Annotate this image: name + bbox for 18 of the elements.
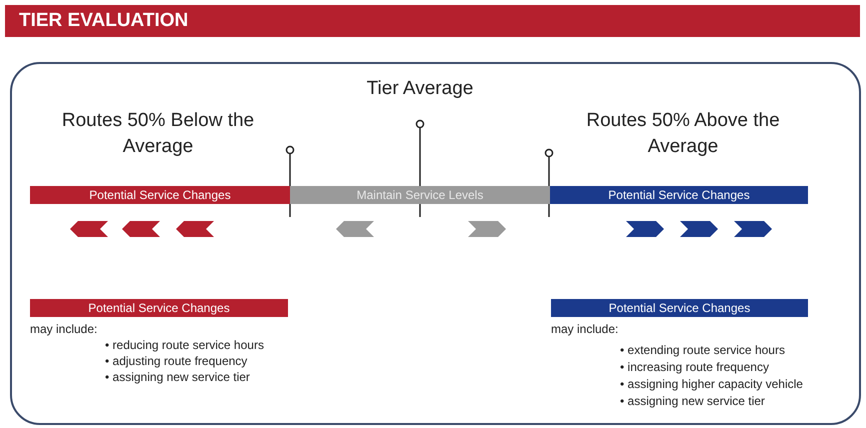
band-label: Potential Service Changes xyxy=(551,299,808,317)
heading: Tier Average xyxy=(366,77,474,101)
band-label: Maintain Service Levels xyxy=(290,186,550,204)
note-text: may include: xyxy=(551,322,620,337)
band-label: Potential Service Changes xyxy=(550,186,808,204)
title-banner: TIER EVALUATION xyxy=(5,5,860,37)
band-label: Potential Service Changes xyxy=(30,299,288,317)
heading: Routes 50% Above the Average xyxy=(585,109,781,159)
list-item: • reducing route service hours xyxy=(105,338,265,353)
note-text: may include: xyxy=(30,322,98,337)
list-item: • adjusting route frequency xyxy=(105,354,248,369)
list-item: • assigning higher capacity vehicle xyxy=(620,377,804,392)
list-item: • increasing route frequency xyxy=(620,360,770,375)
heading: Routes 50% Below the Average xyxy=(60,109,256,159)
band-label: Potential Service Changes xyxy=(30,186,290,204)
list-item: • assigning new service tier xyxy=(105,370,251,385)
list-item: • extending route service hours xyxy=(620,343,786,358)
list-item: • assigning new service tier xyxy=(620,394,766,409)
